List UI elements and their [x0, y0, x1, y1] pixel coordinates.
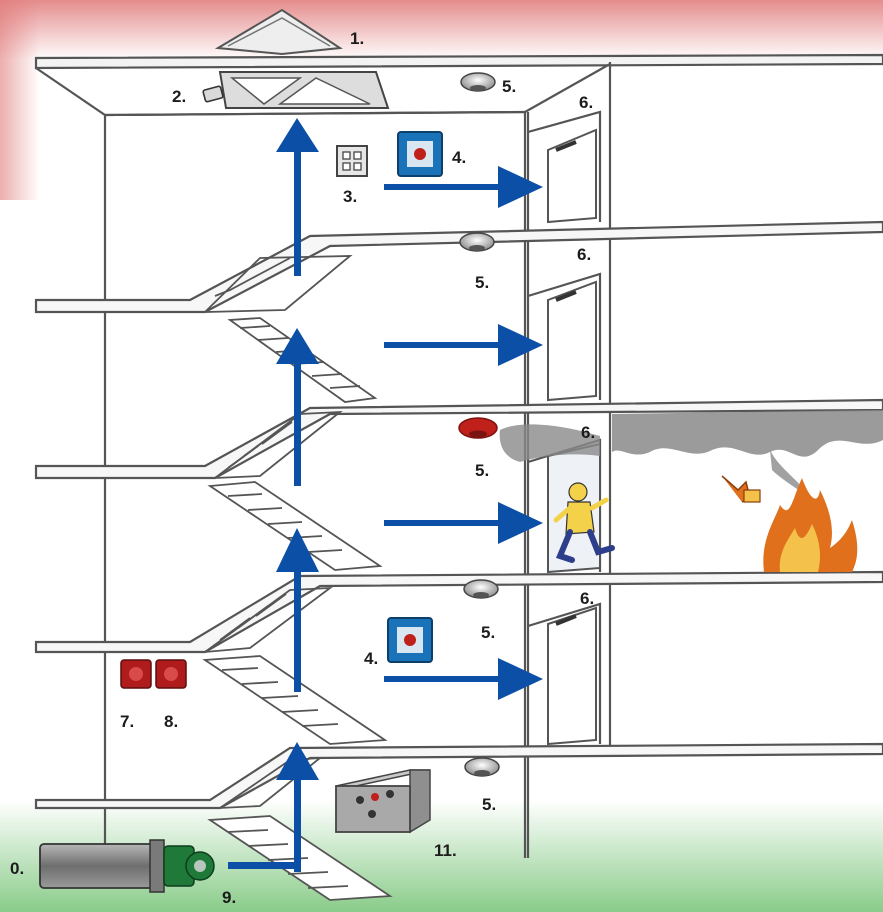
- label-door-2: 6.: [577, 245, 591, 264]
- label-door-top: 6.: [579, 93, 593, 112]
- label-fan: 9.: [222, 888, 236, 907]
- smoke-detector-icon: [465, 758, 499, 776]
- door-4: [548, 608, 596, 744]
- label-detector-top: 5.: [502, 77, 516, 96]
- blue-arrow-icon: [384, 658, 543, 700]
- label-call-point-top: 4.: [452, 148, 466, 167]
- label-device-8: 8.: [164, 712, 178, 731]
- door-top: [548, 130, 596, 222]
- label-call-point-lower: 4.: [364, 649, 378, 668]
- label-device-7: 7.: [120, 712, 134, 731]
- smoke-vent-switch-icon: [337, 146, 367, 176]
- label-roof-hatch: 1.: [350, 29, 364, 48]
- alarm-detector-icon: [459, 418, 497, 438]
- left-tint: [0, 0, 40, 200]
- label-detector-fire: 5.: [475, 461, 489, 480]
- manual-call-point-icon: [398, 132, 442, 176]
- label-detector-ground: 5.: [482, 795, 496, 814]
- label-door-fire: 6.: [581, 423, 595, 442]
- label-detector-2: 5.: [475, 273, 489, 292]
- label-detector-4: 5.: [481, 623, 495, 642]
- fire-icon: [722, 476, 857, 572]
- label-hatch-control: 2.: [172, 87, 186, 106]
- label-door-4: 6.: [580, 589, 594, 608]
- fan-motor-icon: [40, 840, 164, 892]
- blue-arrow-icon: [384, 324, 543, 366]
- label-control-panel: 11.: [434, 841, 457, 860]
- smoke-detector-icon: [460, 233, 494, 251]
- control-panel-icon: [336, 770, 430, 832]
- label-smoke-vent-switch: 3.: [343, 187, 357, 206]
- manual-call-point-icon: [388, 618, 432, 662]
- label-fan-motor: 0.: [10, 859, 24, 878]
- top-tint: [0, 0, 883, 60]
- alarm-device-8-icon: [156, 660, 186, 688]
- alarm-device-7-icon: [121, 660, 151, 688]
- smoke-detector-icon: [461, 73, 495, 91]
- hatch-control-icon: [203, 86, 223, 102]
- blue-arrow-icon: [384, 502, 543, 544]
- door-2: [548, 282, 596, 400]
- building-structure: [36, 55, 883, 862]
- smoke-detector-icon: [464, 580, 498, 598]
